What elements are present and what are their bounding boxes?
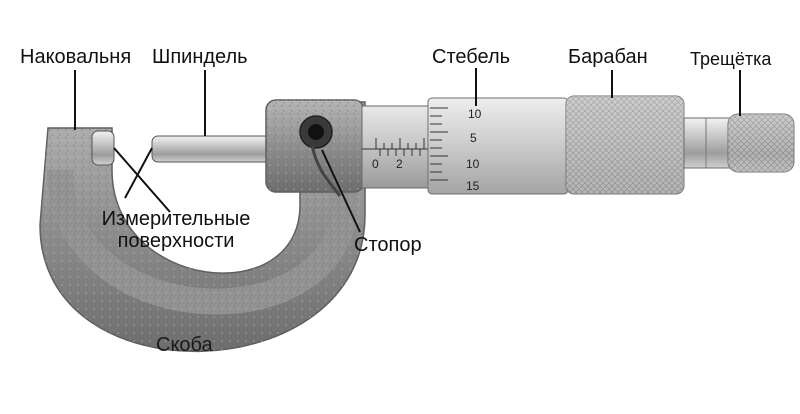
label-measuring-faces-line1: Измерительные	[101, 208, 251, 230]
leader-measuring-face-anvil	[113, 147, 171, 213]
thimble-number-15: 15	[466, 179, 480, 193]
label-frame: Скоба	[156, 334, 213, 356]
frame-body	[39, 101, 366, 352]
label-spindle: Шпиндель	[152, 46, 248, 68]
leader-lock	[321, 149, 361, 233]
thimble-number-5: 5	[470, 131, 477, 145]
sleeve-number-0: 0	[372, 157, 379, 171]
thimble-number-10-top: 10	[468, 107, 482, 121]
label-sleeve: Стебель	[432, 46, 511, 68]
lock-part	[299, 115, 342, 197]
thimble-part: 10 5 10 15	[427, 97, 569, 195]
anvil-part	[91, 130, 115, 166]
sleeve-part: 0 2	[361, 105, 435, 189]
leader-measuring-face-spindle	[124, 147, 153, 199]
sleeve-number-2: 2	[396, 157, 403, 171]
label-measuring-faces-line2: поверхности	[117, 230, 235, 252]
leader-lines	[74, 68, 741, 233]
ratchet-neck	[683, 117, 735, 169]
label-anvil: Наковальня	[20, 46, 132, 68]
thimble-grip	[565, 95, 685, 195]
label-ratchet: Трещётка	[690, 49, 772, 69]
ratchet-part	[727, 113, 795, 173]
label-lock: Стопор	[354, 234, 422, 256]
thimble-number-10: 10	[466, 157, 480, 171]
label-thimble: Барабан	[568, 46, 648, 68]
spindle-part	[151, 135, 271, 163]
label-measuring-faces: Измерительные поверхности	[96, 208, 256, 252]
